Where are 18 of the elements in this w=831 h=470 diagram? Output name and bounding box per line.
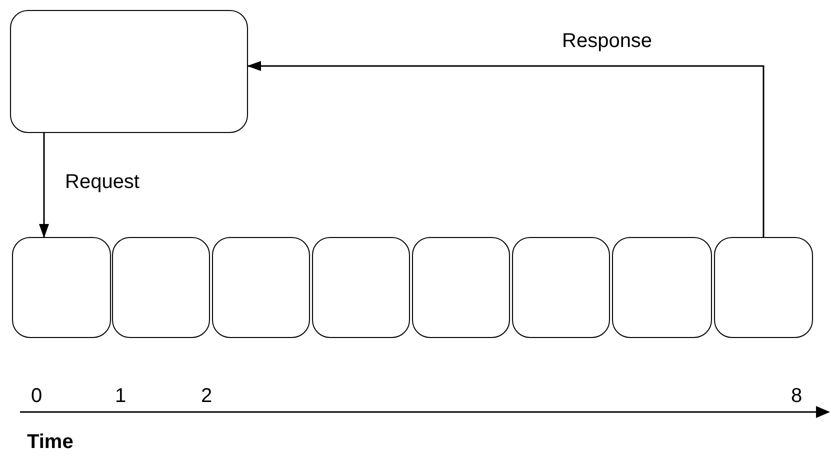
- rounded-box: [714, 237, 813, 338]
- axis-tick-label: 1: [115, 386, 126, 406]
- axis-tick-label: 8: [791, 386, 802, 406]
- rounded-box: [312, 237, 410, 338]
- axis-tick-label: 2: [201, 386, 212, 406]
- axis-title: Time: [27, 432, 74, 452]
- arrow: [247, 61, 764, 237]
- rounded-box: [212, 237, 310, 338]
- rounded-box: [10, 10, 248, 133]
- rounded-box: [112, 237, 210, 338]
- rounded-box: [512, 237, 610, 338]
- rounded-box: [12, 237, 111, 338]
- rounded-box: [412, 237, 510, 338]
- rounded-box: [612, 237, 712, 338]
- axis-tick-label: 0: [31, 386, 42, 406]
- edge-label: Request: [65, 172, 140, 192]
- edge-label: Response: [562, 31, 652, 51]
- arrow: [39, 133, 49, 238]
